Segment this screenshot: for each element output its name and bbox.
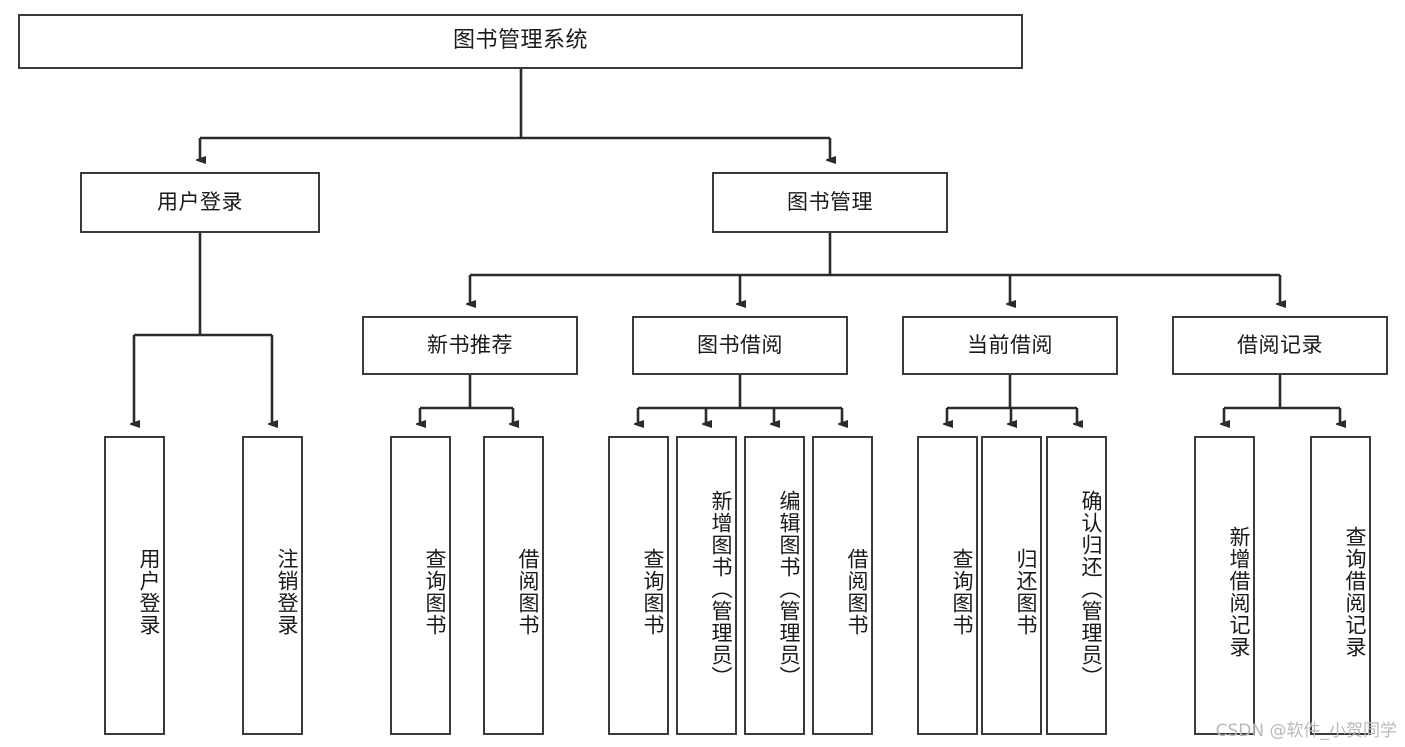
node-label: 查询图书 [950,547,974,636]
node-label: 当前借阅 [967,332,1053,357]
node-label: 借阅图书 [516,547,540,636]
node-label: 新增图书（管理员） [709,489,733,688]
node-label: 图书借阅 [697,332,783,357]
node-label: 新书推荐 [427,332,513,357]
node-user-login[interactable]: 用户登录 [80,172,320,233]
node-label: 用户登录 [137,547,161,636]
leaf-book-borrow-query[interactable]: 查询图书 [608,436,669,735]
node-new-book-recommend[interactable]: 新书推荐 [362,316,578,375]
leaf-user-login-signout[interactable]: 注销登录 [242,436,303,735]
leaf-new-book-query[interactable]: 查询图书 [390,436,451,735]
leaf-book-borrow-add[interactable]: 新增图书（管理员） [676,436,737,735]
node-label: 查询图书 [423,547,447,636]
leaf-borrow-record-add[interactable]: 新增借阅记录 [1194,436,1255,735]
node-label: 图书管理 [787,189,873,214]
node-label: 借阅图书 [845,547,869,636]
leaf-book-borrow-edit[interactable]: 编辑图书（管理员） [744,436,805,735]
node-book-management[interactable]: 图书管理 [712,172,948,233]
node-current-borrow[interactable]: 当前借阅 [902,316,1118,375]
leaf-new-book-borrow[interactable]: 借阅图书 [483,436,544,735]
leaf-user-login-signin[interactable]: 用户登录 [104,436,165,735]
leaf-current-borrow-return[interactable]: 归还图书 [981,436,1042,735]
node-root-system[interactable]: 图书管理系统 [18,14,1023,69]
node-label: 图书管理系统 [452,28,588,54]
leaf-current-borrow-query[interactable]: 查询图书 [917,436,978,735]
node-label: 新增借阅记录 [1227,525,1251,658]
node-book-borrow[interactable]: 图书借阅 [632,316,848,375]
node-label: 查询借阅记录 [1343,525,1367,658]
node-label: 借阅记录 [1237,332,1323,357]
node-label: 确认归还（管理员） [1079,489,1103,688]
leaf-book-borrow-borrow[interactable]: 借阅图书 [812,436,873,735]
leaf-borrow-record-query[interactable]: 查询借阅记录 [1310,436,1371,735]
node-label: 用户登录 [157,189,243,214]
watermark-text: CSDN @软件_小贺同学 [1215,721,1397,741]
node-label: 归还图书 [1014,547,1038,636]
node-label: 注销登录 [275,547,299,636]
node-label: 编辑图书（管理员） [777,489,801,688]
node-borrow-record[interactable]: 借阅记录 [1172,316,1388,375]
node-label: 查询图书 [641,547,665,636]
leaf-current-borrow-confirm-return[interactable]: 确认归还（管理员） [1046,436,1107,735]
